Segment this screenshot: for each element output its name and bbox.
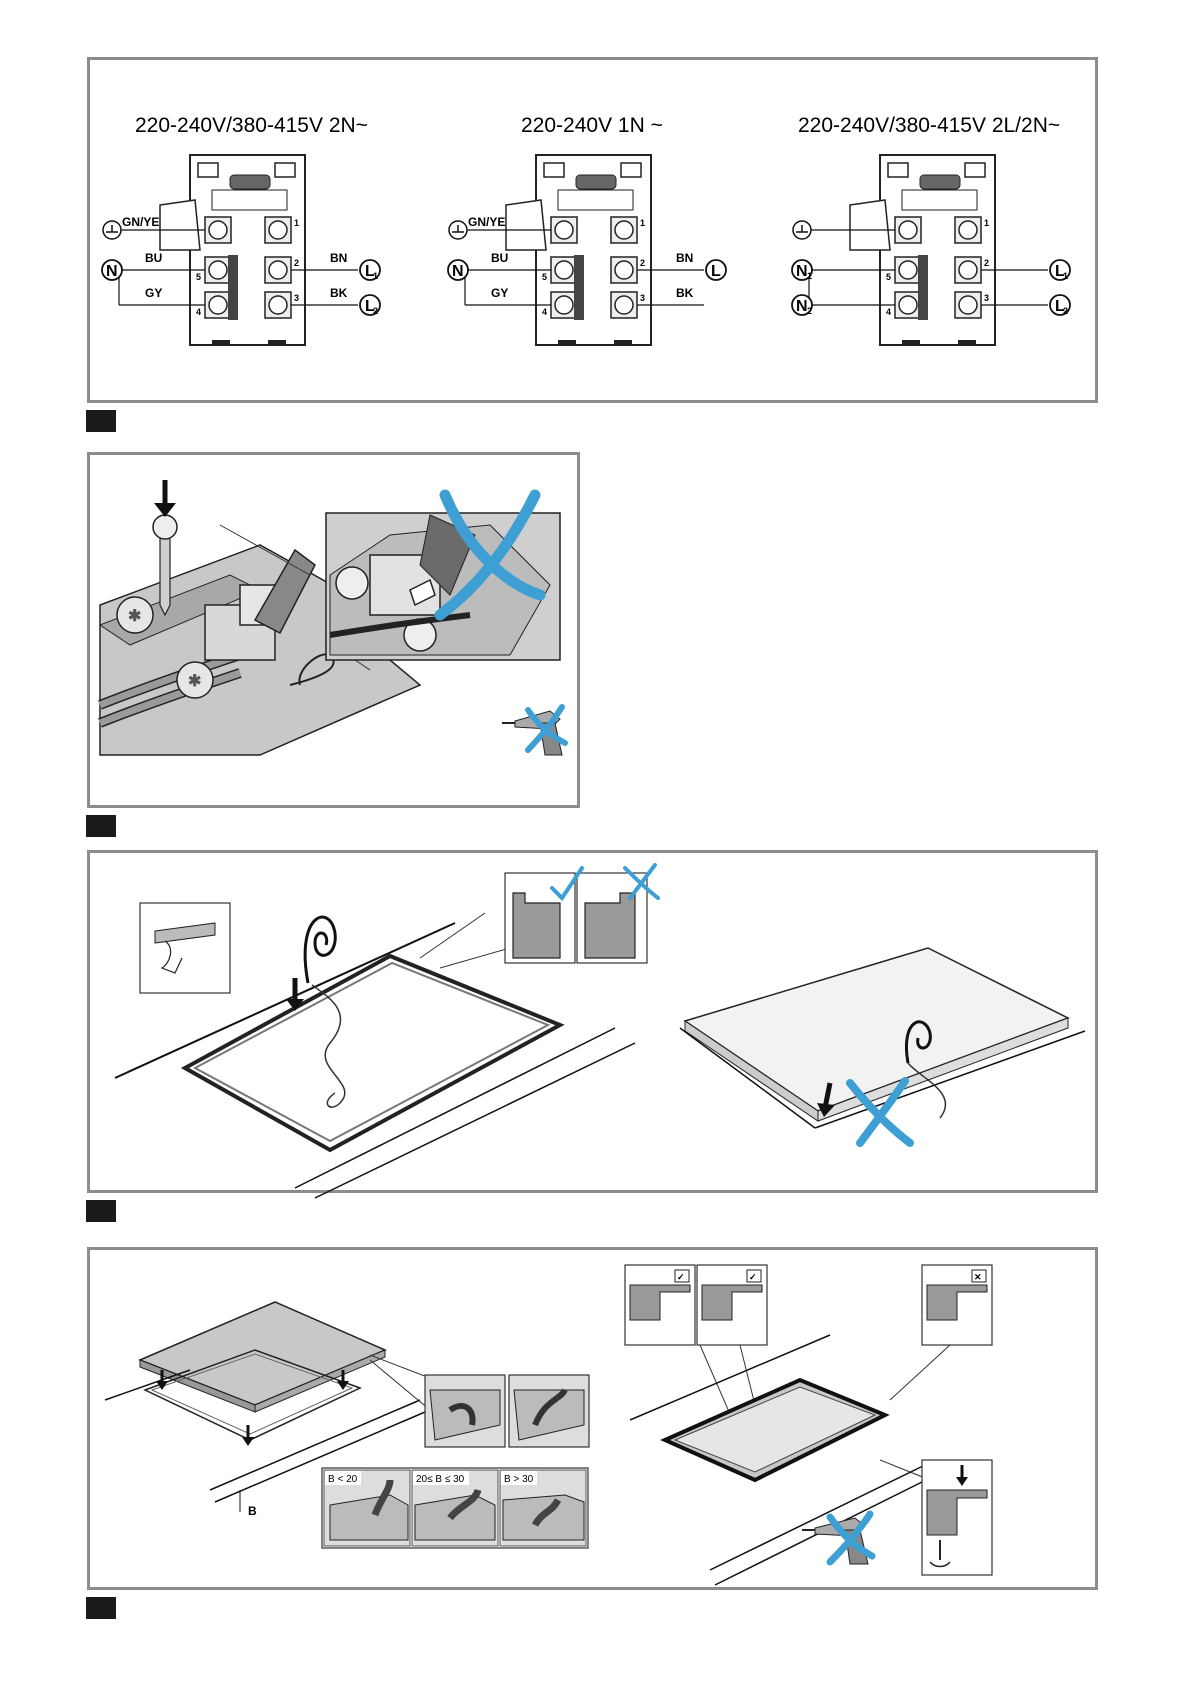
terminal-number: 1	[984, 218, 989, 228]
terminal-number: 1	[640, 218, 645, 228]
block-tab	[888, 163, 908, 177]
figure-4-installation-frame: B B < 20 20≤ B ≤ 30 B > 30	[87, 1247, 1098, 1590]
bridge-link	[574, 255, 584, 320]
terminal-number: 2	[984, 258, 989, 268]
figure-3-seal-frame	[87, 850, 1098, 1193]
block-tab	[275, 163, 295, 177]
terminal-number: 2	[640, 258, 645, 268]
installation-illustration: B B < 20 20≤ B ≤ 30 B > 30	[90, 1250, 1101, 1593]
right-wire-color-label: BN	[676, 251, 693, 265]
block-grip	[230, 175, 270, 189]
block-grip	[920, 175, 960, 189]
b-range-3: B > 30	[504, 1474, 534, 1485]
left-wire-color-label: GY	[491, 286, 508, 300]
terminal-screw	[899, 221, 917, 239]
terminal-screw	[555, 261, 573, 279]
b-range-1: B < 20	[328, 1474, 358, 1485]
terminal-screw	[899, 261, 917, 279]
earth-wire-label: GN/YE	[122, 215, 159, 229]
figure-1-marker	[86, 410, 116, 432]
terminal-number: 4	[542, 307, 547, 317]
neutral-terminal-letter: N	[796, 263, 808, 280]
earth-bracket	[506, 200, 546, 250]
terminal-number: 1	[294, 218, 299, 228]
terminal-screw	[209, 296, 227, 314]
svg-text:✓: ✓	[749, 1272, 757, 1282]
block-foot	[212, 340, 230, 346]
terminal-screw	[959, 221, 977, 239]
left-wire-color-label: BU	[491, 251, 508, 265]
neutral-terminal-sub: 1	[807, 271, 812, 281]
block-top	[558, 190, 633, 210]
live-terminal-sub: 2	[373, 306, 378, 316]
neutral-terminal-letter: N	[452, 263, 464, 280]
block-tab	[965, 163, 985, 177]
terminal-screw	[555, 221, 573, 239]
earth-bracket	[850, 200, 890, 250]
block-foot	[902, 340, 920, 346]
terminal-screw	[555, 296, 573, 314]
block-grip	[576, 175, 616, 189]
block-foot	[614, 340, 632, 346]
neutral-terminal-letter: N	[796, 298, 808, 315]
svg-text:✱: ✱	[188, 673, 201, 690]
bridge-link	[228, 255, 238, 320]
neutral-terminal-letter: N	[106, 263, 118, 280]
live-terminal-sub: 1	[1063, 271, 1068, 281]
block-top	[902, 190, 977, 210]
right-wire-color-label: BK	[330, 286, 348, 300]
terminal-screw	[959, 296, 977, 314]
live-terminal-sub: 2	[1063, 306, 1068, 316]
terminal-number: 4	[196, 307, 201, 317]
right-wire-color-label: BK	[676, 286, 694, 300]
seal-illustration	[90, 853, 1101, 1196]
block-foot	[558, 340, 576, 346]
terminal-screw	[615, 261, 633, 279]
block-tab	[621, 163, 641, 177]
figure-2-strain-relief-frame: ✱ ✱	[87, 452, 580, 808]
terminal-screw	[899, 296, 917, 314]
bridge-link	[918, 255, 928, 320]
terminal-screw	[615, 296, 633, 314]
terminal-number: 5	[542, 272, 547, 282]
strain-relief-illustration: ✱ ✱	[90, 455, 583, 811]
neutral-terminal-sub: 2	[807, 306, 812, 316]
block-foot	[268, 340, 286, 346]
figure-4-marker	[86, 1597, 116, 1619]
svg-text:✕: ✕	[974, 1272, 982, 1282]
terminal-screw	[269, 296, 287, 314]
terminal-number: 3	[984, 293, 989, 303]
terminal-number: 5	[196, 272, 201, 282]
block-top	[212, 190, 287, 210]
svg-text:✓: ✓	[677, 1272, 685, 1282]
terminal-screw	[269, 221, 287, 239]
terminal-number: 5	[886, 272, 891, 282]
block-tab	[198, 163, 218, 177]
b-range-2: 20≤ B ≤ 30	[416, 1474, 465, 1485]
right-wire-color-label: BN	[330, 251, 347, 265]
live-terminal-sub: 1	[373, 271, 378, 281]
figure-3-marker	[86, 1200, 116, 1222]
terminal-number: 2	[294, 258, 299, 268]
terminal-number: 3	[640, 293, 645, 303]
block-tab	[544, 163, 564, 177]
figure-2-marker	[86, 815, 116, 837]
terminal-screw	[269, 261, 287, 279]
terminal-screw	[209, 221, 227, 239]
terminal-screw	[209, 261, 227, 279]
figure-1-wiring-frame: 220-240V/380-415V 2N~ 220-240V 1N ~ 220-…	[87, 57, 1098, 403]
block-foot	[958, 340, 976, 346]
wiring-diagrams-svg: GN/YENBUGYL1BNL2BK12345GN/YENBUGYLBNBK12…	[90, 60, 1101, 406]
b-dimension-label: B	[248, 1504, 257, 1518]
terminal-screw	[959, 261, 977, 279]
svg-text:✱: ✱	[128, 608, 141, 625]
left-wire-color-label: GY	[145, 286, 162, 300]
terminal-number: 4	[886, 307, 891, 317]
left-wire-color-label: BU	[145, 251, 162, 265]
terminal-number: 3	[294, 293, 299, 303]
earth-bracket	[160, 200, 200, 250]
live-terminal-letter: L	[711, 263, 721, 280]
terminal-screw	[615, 221, 633, 239]
earth-wire-label: GN/YE	[468, 215, 505, 229]
